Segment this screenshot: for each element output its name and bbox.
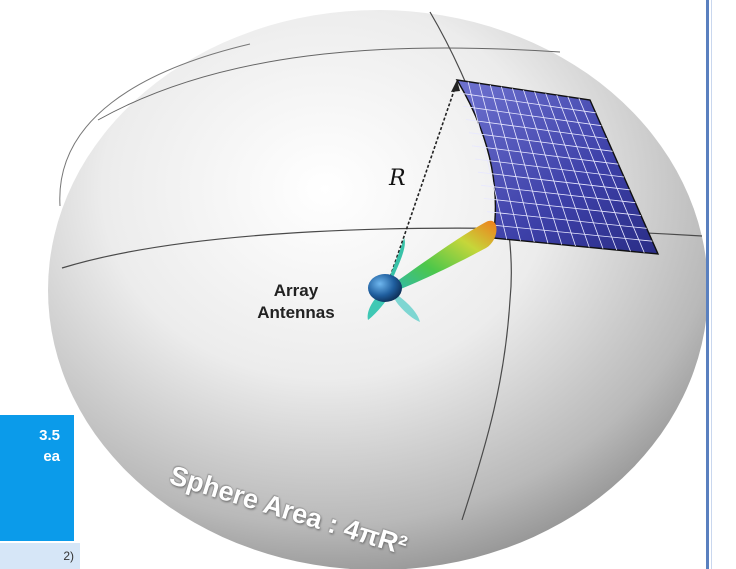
antenna-array-icon [368,274,402,302]
grid-line [471,145,619,165]
radius-arrowhead [451,80,460,92]
grid-line [483,198,642,216]
page-border-light [711,0,712,569]
antenna-label: Array Antennas [236,280,356,324]
antenna-label-line2: Antennas [257,303,335,322]
caption-box: 3.5 ea [0,415,74,541]
grid-line [459,92,596,114]
caption-line1: 3.5 [39,427,60,444]
grid-line [477,171,630,191]
grid-line [480,184,636,204]
caption-strip: 2) [0,543,80,569]
grid-line [462,105,602,127]
antenna-label-line1: Array [273,281,319,300]
grid-line [486,211,647,229]
page-border [706,0,709,569]
meridian-line-left [59,43,251,207]
grid-line [465,119,608,139]
upper-arc-line [97,47,561,121]
projection-grid [455,79,660,255]
radius-line [386,81,458,287]
grid-line [489,224,653,242]
caption-line2: ea [43,448,60,465]
grid-line [474,158,625,178]
grid-line [468,132,613,152]
radius-label: R [389,166,406,191]
